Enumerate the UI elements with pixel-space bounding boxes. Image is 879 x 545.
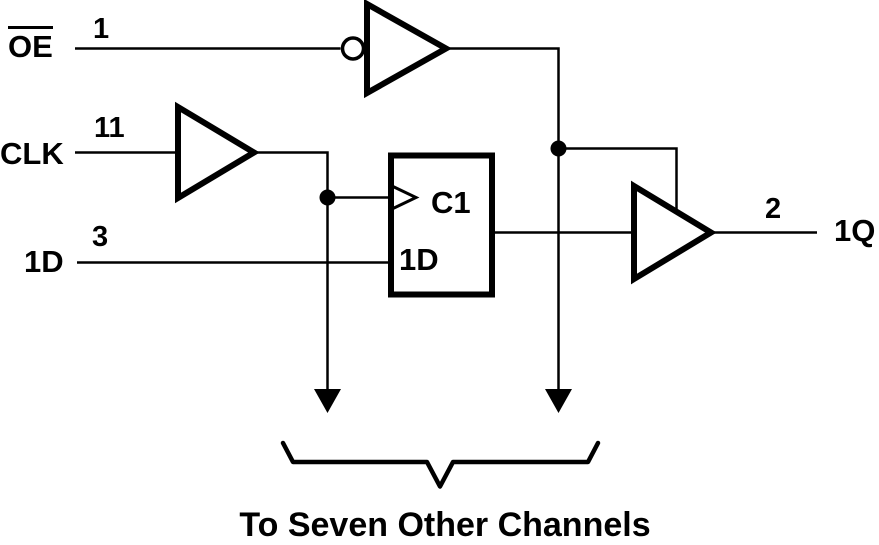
arrow-down-icon [545, 389, 572, 413]
d-signal-label: 1D [24, 244, 64, 279]
inverter-bubble-icon [340, 36, 366, 61]
oe-buffer-icon [364, 0, 453, 99]
clk-output-wire [255, 151, 329, 198]
oe-output-wire [447, 47, 560, 149]
q-signal-label: 1Q [834, 213, 876, 248]
enable-control-wire [558, 147, 678, 209]
q-pin-number: 2 [765, 193, 782, 225]
clk-pin-number: 11 [94, 112, 125, 144]
flipflop-data-label: 1D [399, 242, 439, 277]
output-tristate-buffer-icon [631, 180, 717, 285]
oe-signal-text: OE [8, 26, 53, 62]
clk-signal-label: CLK [0, 136, 64, 171]
oe-pin-number: 1 [93, 13, 110, 45]
flipflop-clock-label: C1 [431, 185, 471, 220]
arrow-down-icon [314, 389, 341, 413]
oe-signal-label: OE [8, 26, 53, 62]
brace-icon [280, 440, 601, 489]
clock-chevron-icon [392, 185, 420, 210]
d-pin-number: 3 [92, 221, 109, 253]
clk-buffer-icon [175, 101, 260, 204]
flipflop-box [388, 152, 495, 298]
junction-dot [550, 140, 567, 157]
junction-dot [319, 189, 336, 206]
caption-text: To Seven Other Channels [239, 506, 651, 544]
